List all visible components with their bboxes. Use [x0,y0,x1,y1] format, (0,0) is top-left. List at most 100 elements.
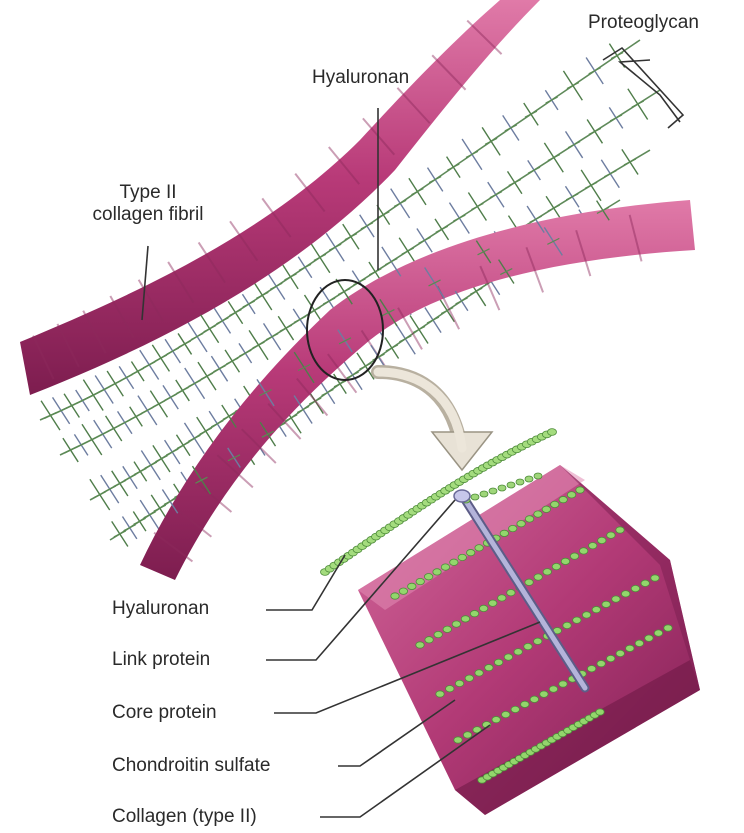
proteoglycan-tick [114,531,126,537]
proteoglycan-tick [548,205,560,211]
proteoglycan-tick [114,480,126,486]
proteoglycan-tick [402,248,414,254]
chondroitin-bead [450,559,458,565]
proteoglycan-tick [153,401,165,407]
chondroitin-bead [465,675,473,681]
proteoglycan-tick [213,366,225,372]
proteoglycan-tick [436,226,448,232]
proteoglycan-tick [377,212,389,218]
proteoglycan-tick [485,138,497,144]
proteoglycan-tick [490,192,502,198]
chondroitin-bead [596,709,604,715]
proteoglycan-tick [154,505,166,511]
chondroitin-bead [458,554,466,560]
chondroitin-bead [589,542,597,548]
chondroitin-bead [573,617,581,623]
chondroitin-bead [461,616,469,622]
hyaluronan-branch-bead [516,479,524,485]
proteoglycan-tick [155,456,167,462]
label-link-protein: Link protein [112,649,210,671]
chondroitin-bead [559,496,567,502]
proteoglycan-tick [385,259,397,265]
proteoglycan-tick [322,390,334,396]
link-protein-node [454,490,470,502]
proteoglycan-tick [98,386,110,392]
chondroitin-bead [507,590,515,596]
proteoglycan-tick [266,334,278,340]
proteoglycan-tick [294,316,306,322]
proteoglycan-tick [226,358,238,364]
chondroitin-bead [521,701,529,707]
chondroitin-bead [641,580,649,586]
proteoglycan-tick [76,397,88,403]
label-type2-collagen-fibril: Type II collagen fibril [62,182,234,226]
proteoglycan-tick [314,254,326,260]
proteoglycan-tick [505,125,517,131]
chondroitin-bead [551,501,559,507]
chondroitin-bead [433,569,441,575]
proteoglycan-tick [166,449,178,455]
chondroitin-bead [441,564,449,570]
proteoglycan-tick [589,68,601,74]
chondroitin-bead [485,664,493,670]
chondroitin-bead [612,596,620,602]
proteoglycan-tick [345,234,357,240]
hyaluronan-branch-bead [507,482,515,488]
proteoglycan-tick [413,326,425,332]
label-collagen-type2: Collagen (type II) [112,806,257,828]
proteoglycan-tick [297,407,309,413]
chondroitin-bead [567,492,575,498]
proteoglycan-tick [427,317,439,323]
chondroitin-bead [475,545,483,551]
chondroitin-bead [454,737,462,743]
chondroitin-bead [530,696,538,702]
proteoglycan-tick [253,342,265,348]
proteoglycan-tick [189,380,201,386]
proteoglycan-tick [200,428,212,434]
chondroitin-bead [540,691,548,697]
proteoglycan-tick [270,283,282,289]
proteoglycan-tick [411,189,423,195]
proteoglycan-tick [386,345,398,351]
chondroitin-bead [549,686,557,692]
chondroitin-bead [416,578,424,584]
proteoglycan-tick [589,128,601,134]
proteoglycan-tick [124,525,136,531]
chondroitin-bead [408,583,416,589]
proteoglycan-tick [94,492,106,498]
proteoglycan-tick [299,264,311,270]
proteoglycan-tick [610,115,622,121]
label-core-protein: Core protein [112,702,217,724]
label-hyaluronan: Hyaluronan [112,598,209,620]
chondroitin-bead [542,506,550,512]
proteoglycan-tick [177,442,189,448]
proteoglycan-tick [429,177,441,183]
chondroitin-bead [616,527,624,533]
proteoglycan-tick [624,159,636,165]
proteoglycan-tick [66,403,78,409]
proteoglycan-tick [141,407,153,413]
chondroitin-bead [489,600,497,606]
chondroitin-bead [492,716,500,722]
proteoglycan-tick [471,203,483,209]
proteoglycan-tick [323,298,335,304]
label-proteoglycan: Proteoglycan [588,12,699,34]
proteoglycan-tick [97,431,109,437]
chondroitin-bead [597,660,605,666]
chondroitin-bead [479,605,487,611]
chondroitin-bead [443,626,451,632]
chondroitin-bead [598,537,606,543]
proteoglycan-tick [165,394,177,400]
chondroitin-bead [525,516,533,522]
proteoglycan-tick [466,151,478,157]
chondroitin-bead [514,649,522,655]
chondroitin-bead [425,637,433,643]
proteoglycan-tick [256,292,268,298]
proteoglycan-tick [453,215,465,221]
chondroitin-bead [534,638,542,644]
proteoglycan-tick [509,180,521,186]
chondroitin-bead [517,521,525,527]
proteoglycan-tick [419,237,431,243]
label-hyaluronan-top: Hyaluronan [312,67,409,89]
proteoglycan-tick [130,414,142,420]
